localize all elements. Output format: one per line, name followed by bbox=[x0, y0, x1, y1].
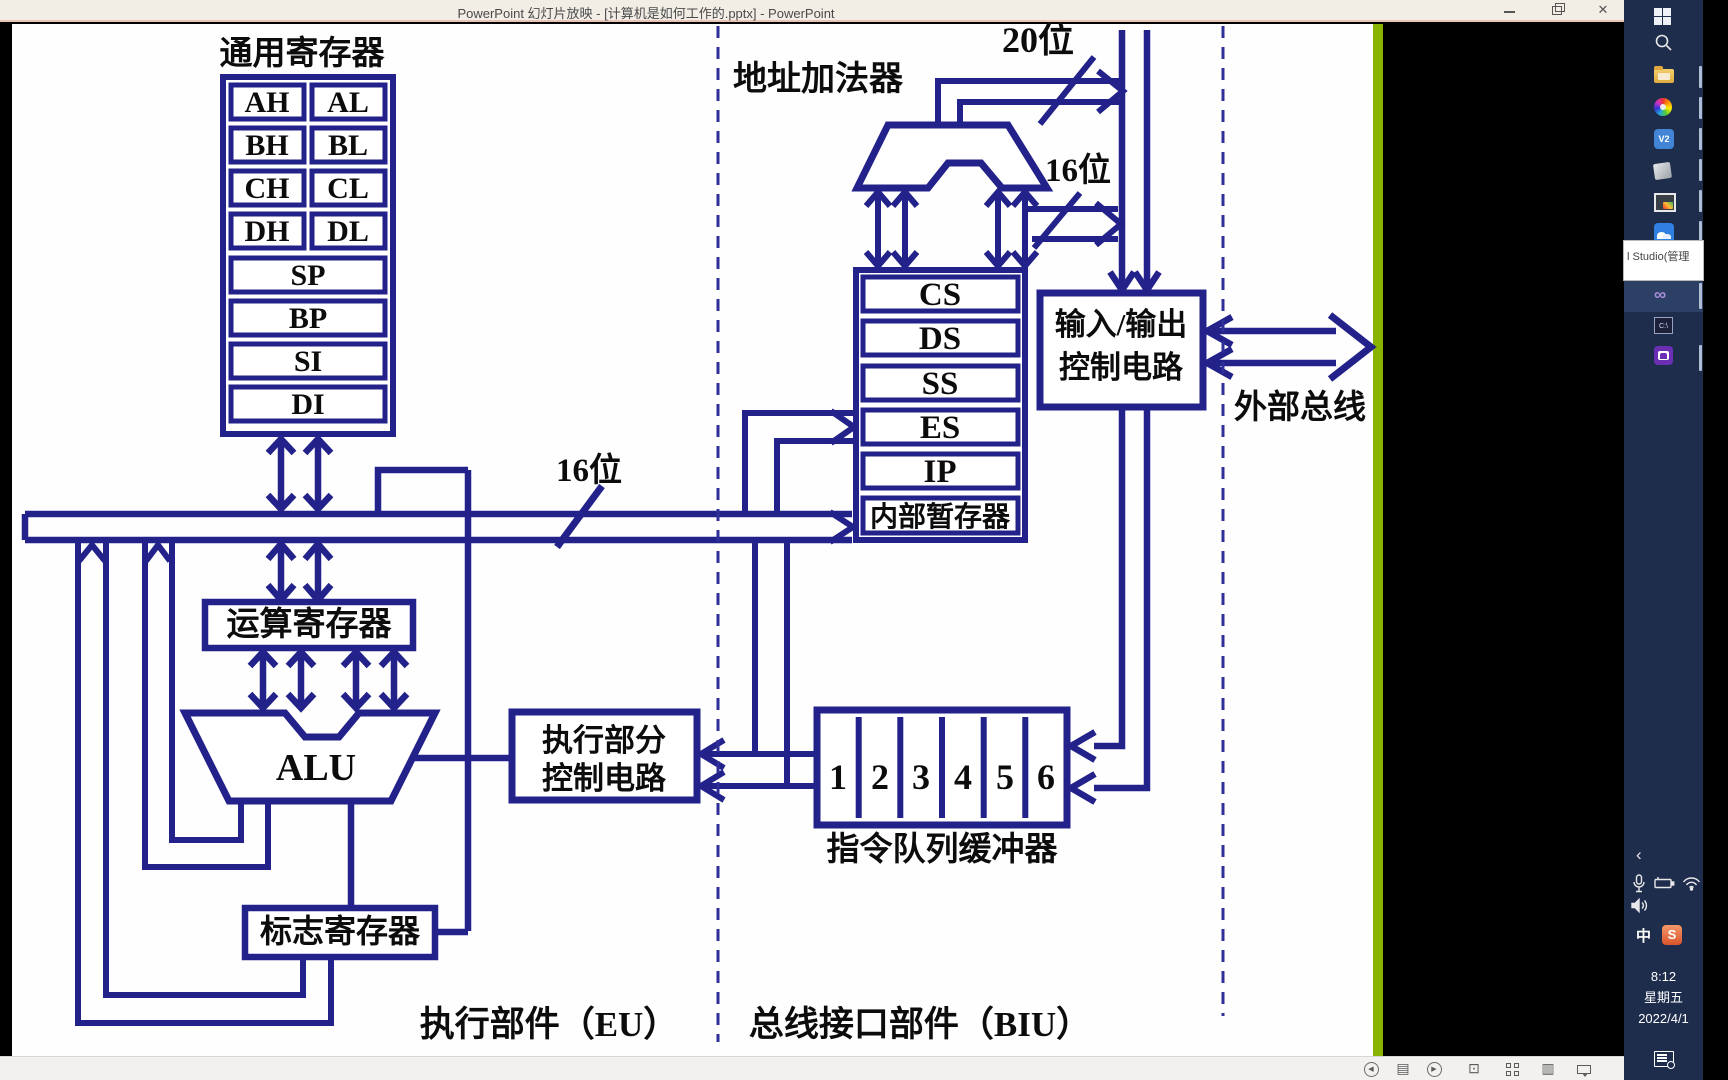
search-button[interactable] bbox=[1624, 30, 1703, 58]
minimize-button[interactable] bbox=[1497, 0, 1521, 20]
slideshow-slide[interactable] bbox=[12, 24, 1373, 1056]
restore-icon bbox=[1552, 3, 1565, 15]
sogou-input-button[interactable]: S bbox=[1662, 925, 1728, 945]
picture-icon bbox=[1654, 193, 1676, 212]
v2-icon: V2 bbox=[1654, 129, 1674, 149]
slideshow-button[interactable] bbox=[1571, 1059, 1597, 1078]
taskbar-tooltip: l Studio(管理 bbox=[1623, 240, 1704, 281]
annotate-icon: ⊡ bbox=[1468, 1060, 1480, 1076]
running-indicator bbox=[1699, 66, 1702, 88]
volume-button[interactable] bbox=[1631, 897, 1710, 919]
visual-studio-button[interactable]: ∞ bbox=[1624, 281, 1703, 309]
battery-icon bbox=[1654, 877, 1675, 889]
titlebar: PowerPoint 幻灯片放映 - [计算机是如何工作的.pptx] - Po… bbox=[0, 0, 1624, 22]
color-app-button[interactable] bbox=[1624, 95, 1703, 123]
visual-studio-icon: ∞ bbox=[1654, 285, 1667, 304]
slideshow-icon bbox=[1577, 1064, 1591, 1077]
sogou-icon: S bbox=[1662, 925, 1682, 945]
active-app-highlight bbox=[1624, 278, 1703, 312]
running-indicator bbox=[1699, 97, 1702, 119]
previous-slide-button[interactable]: ◀ bbox=[1358, 1059, 1384, 1078]
windows-logo-icon bbox=[1654, 8, 1671, 25]
screenshot-app-button[interactable] bbox=[1624, 188, 1703, 216]
folder-icon bbox=[1654, 66, 1674, 83]
running-indicator bbox=[1699, 345, 1702, 371]
tray-expand-button[interactable]: ‹ bbox=[1636, 845, 1715, 865]
slideshow-statusbar: ◀ ▤ ▶ ⊡ ▥ bbox=[0, 1056, 1624, 1080]
cloud-app-button[interactable] bbox=[1624, 220, 1703, 248]
see-all-slides-button[interactable] bbox=[1499, 1059, 1525, 1078]
gray-app-button[interactable] bbox=[1624, 158, 1703, 186]
taskbar: V2 ∞ C:\ ‹ 中 S 8:12 星期五 2022/4/1 bbox=[1624, 0, 1703, 1080]
search-icon bbox=[1655, 34, 1672, 51]
robot-icon bbox=[1654, 346, 1673, 365]
reading-view-icon: ▥ bbox=[1541, 1060, 1555, 1076]
annotate-button[interactable]: ⊡ bbox=[1461, 1059, 1487, 1078]
prev-icon: ◀ bbox=[1363, 1061, 1379, 1077]
taskbar-clock[interactable]: 8:12 星期五 2022/4/1 bbox=[1624, 966, 1703, 1029]
blue-cloud-icon bbox=[1654, 223, 1674, 243]
chevron-left-icon: ‹ bbox=[1636, 845, 1642, 864]
color-wheel-icon bbox=[1654, 98, 1672, 116]
grid-icon bbox=[1505, 1062, 1519, 1076]
restore-button[interactable] bbox=[1544, 0, 1568, 20]
running-indicator bbox=[1699, 283, 1702, 309]
window-title: PowerPoint 幻灯片放映 - [计算机是如何工作的.pptx] - Po… bbox=[457, 6, 835, 21]
notes-button[interactable]: ▤ bbox=[1390, 1059, 1416, 1078]
microphone-icon bbox=[1633, 874, 1645, 893]
running-indicator bbox=[1699, 159, 1702, 181]
running-indicator bbox=[1699, 221, 1702, 243]
reading-view-button[interactable]: ▥ bbox=[1535, 1059, 1561, 1078]
terminal-button[interactable]: C:\ bbox=[1624, 314, 1703, 342]
clock-date: 2022/4/1 bbox=[1638, 1011, 1689, 1026]
minimize-icon bbox=[1504, 11, 1515, 13]
ime-zh-icon: 中 bbox=[1636, 928, 1652, 945]
notes-icon: ▤ bbox=[1396, 1060, 1410, 1076]
speaker-icon bbox=[1631, 897, 1648, 914]
clock-time: 8:12 bbox=[1650, 969, 1677, 984]
ime-indicator[interactable]: 中 bbox=[1636, 925, 1715, 946]
close-button[interactable]: ✕ bbox=[1597, 2, 1609, 17]
start-button[interactable] bbox=[1624, 5, 1703, 33]
action-center-button[interactable] bbox=[1654, 1051, 1675, 1069]
wifi-icon bbox=[1682, 877, 1701, 891]
running-indicator bbox=[1699, 190, 1702, 212]
next-icon: ▶ bbox=[1426, 1061, 1442, 1077]
slide-edge-green-strip bbox=[1373, 24, 1383, 1056]
file-explorer-button[interactable] bbox=[1624, 63, 1703, 91]
running-indicator bbox=[1699, 128, 1702, 150]
terminal-icon: C:\ bbox=[1654, 317, 1673, 334]
gray-sheet-icon bbox=[1652, 161, 1673, 181]
robot-app-button[interactable] bbox=[1624, 343, 1703, 371]
next-slide-button[interactable]: ▶ bbox=[1421, 1059, 1447, 1078]
v2ray-button[interactable]: V2 bbox=[1624, 126, 1703, 154]
clock-weekday: 星期五 bbox=[1643, 990, 1683, 1005]
